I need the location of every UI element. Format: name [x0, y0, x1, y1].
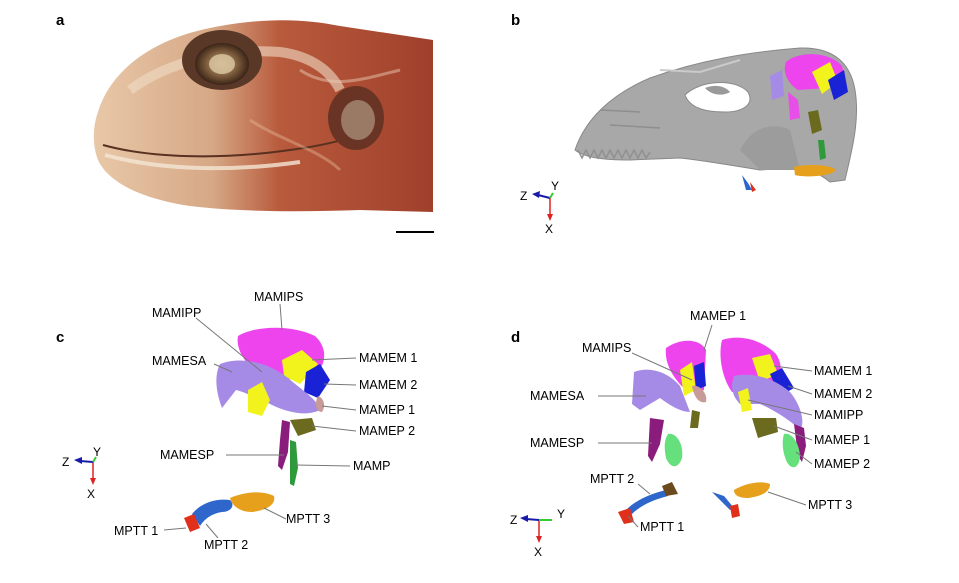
d-right-mptt1 [730, 504, 740, 518]
c-label-mamips: MAMIPS [254, 290, 303, 304]
d-left-mptt2-tip [662, 482, 678, 496]
skull-teeth [577, 148, 651, 160]
c-mamem2 [304, 364, 330, 398]
c-mamep2 [290, 418, 316, 436]
d-label-mamep1: MAMEP 1 [814, 433, 870, 447]
panel-d-leaders [598, 324, 813, 528]
c-label-mptt2: MPTT 2 [204, 538, 248, 552]
d-right-mamesp [794, 424, 806, 462]
panel-letter-c: c [56, 329, 65, 346]
d-left-mamp [664, 433, 683, 467]
c-mptt1 [184, 514, 200, 532]
d-left-mamem2 [694, 362, 706, 390]
panel-letter-d: d [511, 329, 521, 346]
c-mamep1 [315, 396, 325, 412]
panel-d-axis-y: Y [557, 507, 565, 521]
d-label-mamips: MAMIPS [582, 341, 631, 355]
d-label-mamem1: MAMEM 1 [814, 364, 872, 378]
panel-c-labels: MAMIPS MAMIPP MAMESA MAMEM 1 MAMEM 2 MAM… [114, 290, 417, 552]
d-left-mamep2 [690, 410, 700, 428]
d-label-mptt2: MPTT 2 [590, 472, 634, 486]
d-label-mptt1: MPTT 1 [640, 520, 684, 534]
c-mamem1 [282, 350, 318, 384]
c-mptt3 [230, 492, 275, 512]
d-right-mptt2 [712, 492, 734, 510]
skull-muscle-mamipp [788, 92, 800, 120]
skull-muscle-mamep2 [808, 110, 822, 134]
c-mamesa [216, 360, 320, 414]
d-label-mptt3: MPTT 3 [808, 498, 852, 512]
d-label-mamep2: MAMEP 2 [814, 457, 870, 471]
d-label-mamesa: MAMESA [530, 389, 585, 403]
panel-d-labels: MAMEP 1 MAMIPS MAMESA MAMESP MPTT 2 MPTT… [530, 309, 872, 534]
d-right-mamipp [738, 388, 752, 412]
c-label-mamesp: MAMESP [160, 448, 214, 462]
d-label-mamipp: MAMIPP [814, 408, 863, 422]
panel-d-axes: Z Y X [510, 507, 565, 559]
panel-b-axis-z: Z [520, 189, 527, 203]
skull-muscle-mamesa [770, 70, 784, 100]
panel-c-axis-y: Y [93, 445, 101, 459]
c-mamesp [278, 420, 290, 470]
c-label-mptt3: MPTT 3 [286, 512, 330, 526]
d-left-mamesp [648, 418, 664, 462]
c-label-mamep2: MAMEP 2 [359, 424, 415, 438]
panel-c-axes: Z Y X [62, 445, 101, 501]
d-left-mptt1 [618, 508, 634, 524]
c-label-mamesa: MAMESA [152, 354, 207, 368]
c-label-mamipp: MAMIPP [152, 306, 201, 320]
d-left-mamesa [632, 369, 690, 412]
skull-muscle-mamp [818, 140, 826, 160]
panel-b-skull [574, 47, 858, 192]
c-label-mamem2: MAMEM 2 [359, 378, 417, 392]
d-right-mamesa [732, 374, 803, 430]
d-label-mamep1-top: MAMEP 1 [690, 309, 746, 323]
c-mamipp [248, 382, 270, 416]
panel-d-muscles [618, 337, 806, 524]
d-right-mptt3 [734, 482, 770, 498]
panel-b-axis-y: Y [551, 179, 559, 193]
c-mamp [290, 440, 298, 486]
panel-c-leaders [163, 303, 357, 539]
panel-a-photo [93, 20, 434, 233]
skull-muscle-mamem2 [828, 70, 848, 100]
panel-c-axis-z: Z [62, 455, 69, 469]
d-right-mamep2 [752, 418, 778, 438]
panel-letter-b: b [511, 12, 521, 29]
d-left-mamep1 [692, 385, 707, 403]
d-right-mamem2 [770, 368, 794, 396]
panel-d-axis-x: X [534, 545, 542, 559]
panel-b-axes: Z Y X [520, 179, 559, 236]
c-label-mamem1: MAMEM 1 [359, 351, 417, 365]
d-label-mamem2: MAMEM 2 [814, 387, 872, 401]
skull-muscle-mptt2 [742, 175, 752, 190]
c-mptt2 [192, 499, 233, 526]
panel-d-axis-z: Z [510, 513, 517, 527]
panel-c-axis-x: X [87, 487, 95, 501]
d-left-mptt2 [626, 490, 668, 514]
panel-letter-a: a [56, 12, 65, 29]
d-label-mamesp: MAMESP [530, 436, 584, 450]
skull-orbit [684, 82, 751, 113]
panel-c-muscles [184, 327, 330, 532]
c-label-mamp: MAMP [353, 459, 391, 473]
c-label-mamep1: MAMEP 1 [359, 403, 415, 417]
c-label-mptt1: MPTT 1 [114, 524, 158, 538]
skull-muscle-mptt1 [750, 182, 756, 192]
panel-b-axis-x: X [545, 222, 553, 236]
skull-muscle-mptt3 [794, 165, 836, 177]
d-left-mamem1 [680, 362, 696, 396]
d-right-mamp [782, 433, 800, 468]
